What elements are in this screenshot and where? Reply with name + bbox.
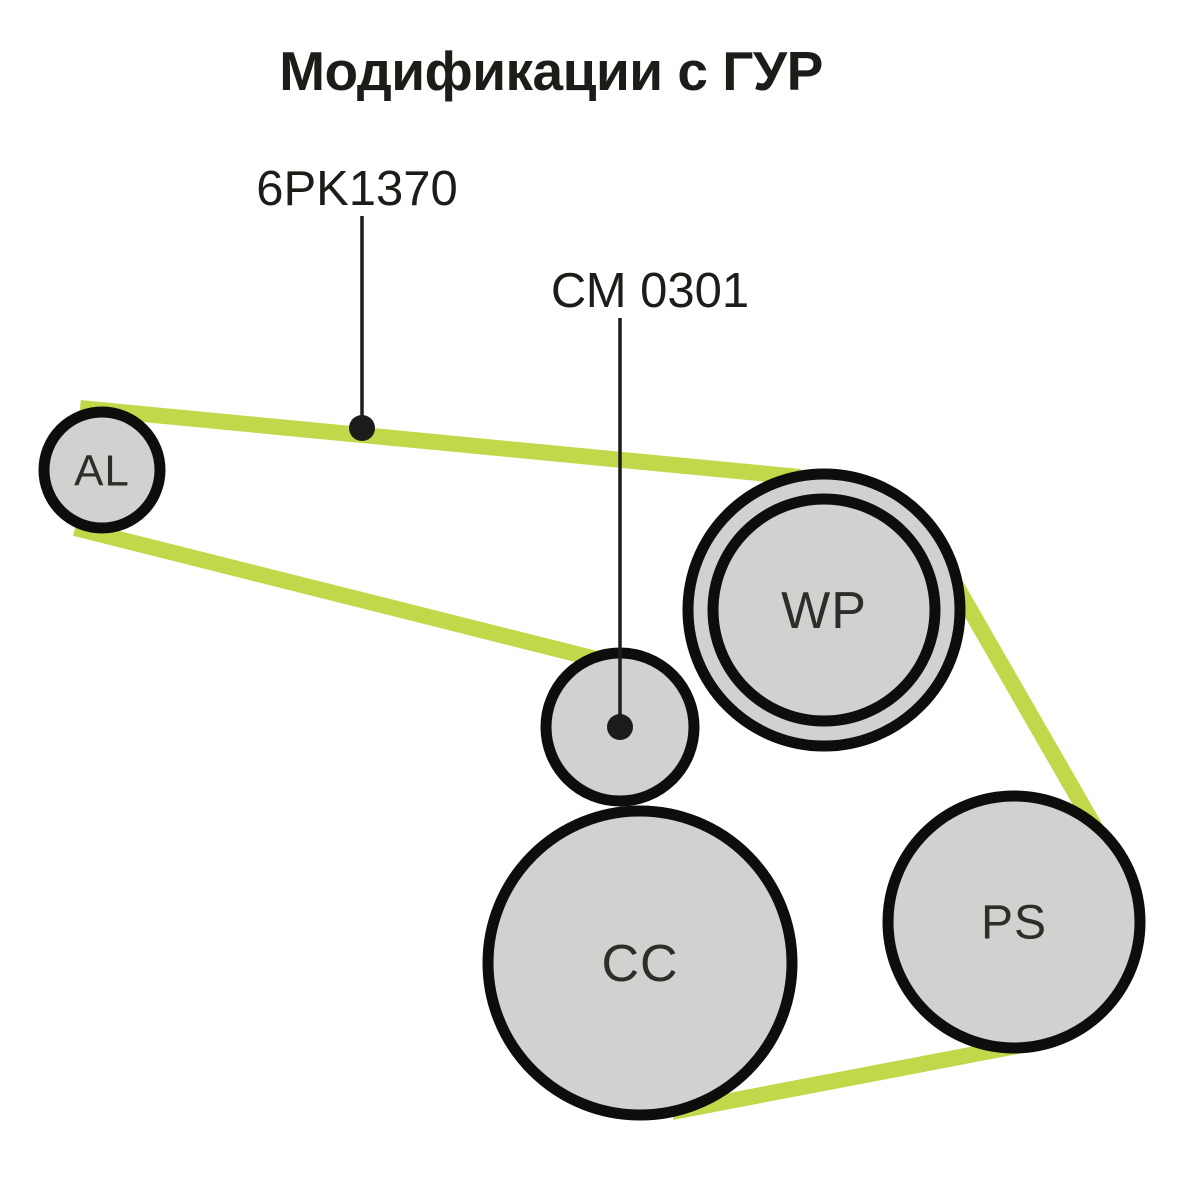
- belt-span-ps-to-cc: [670, 1034, 1040, 1120]
- annotations: Модификации с ГУР 6PK1370 СМ 0301: [256, 40, 823, 740]
- wp-label: WP: [781, 582, 867, 640]
- tensioner-part-number-label: СМ 0301: [551, 264, 749, 318]
- al-label: AL: [74, 447, 130, 496]
- belt-part-number-label: 6PK1370: [256, 162, 458, 216]
- belt-span-wp-to-ps: [943, 571, 1103, 833]
- pulley-al: AL: [38, 406, 166, 534]
- belt-span-al-to-wp: [79, 400, 801, 485]
- belt-leader-dot: [349, 415, 375, 441]
- pulley-wp: WP: [682, 468, 966, 752]
- ps-label: PS: [981, 897, 1047, 950]
- al-circle: [38, 406, 166, 534]
- belt-span-cm-to-al: [73, 520, 642, 678]
- pulley-cc: CC: [482, 805, 798, 1121]
- ps-circle: [882, 790, 1146, 1054]
- belt: [73, 400, 1103, 1120]
- tensioner-leader-dot: [607, 714, 633, 740]
- cc-circle: [482, 805, 798, 1121]
- wp-inner-circle: [707, 493, 941, 727]
- diagram-title: Модификации с ГУР: [279, 40, 823, 102]
- pulley-ps: PS: [882, 790, 1146, 1054]
- cc-label: CC: [601, 935, 678, 993]
